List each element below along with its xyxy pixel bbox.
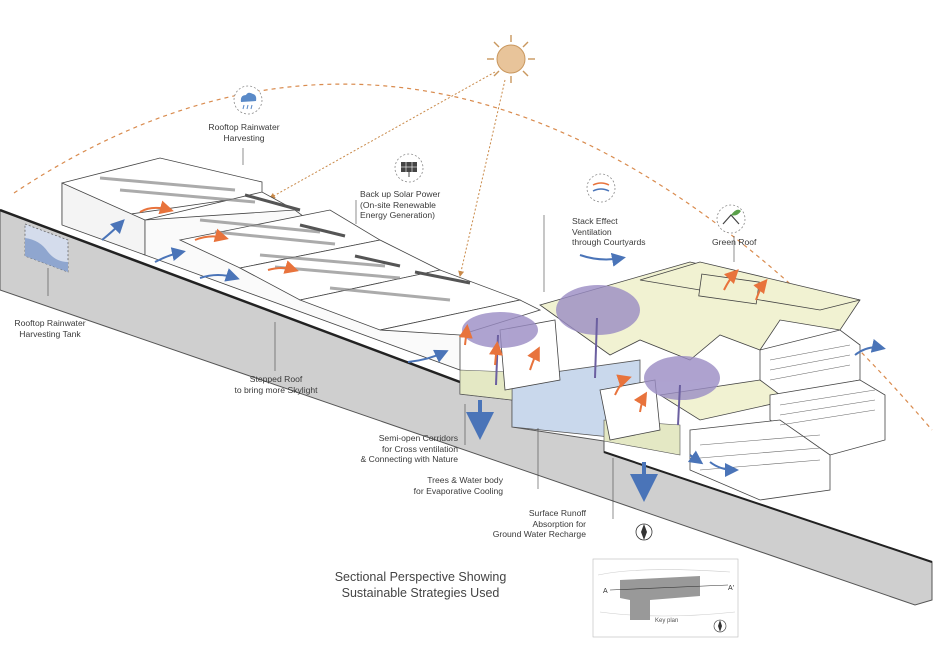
key-plan-label: Key plan bbox=[655, 618, 679, 624]
label-trees-water: Trees & Water body for Evaporative Cooli… bbox=[413, 475, 503, 496]
label-green-roof: Green Roof bbox=[712, 237, 757, 247]
section-start-label: A bbox=[603, 588, 608, 595]
section-end-label: A' bbox=[728, 585, 734, 592]
solar-panels bbox=[244, 193, 471, 285]
warm-air-arrows bbox=[139, 200, 768, 413]
section-line bbox=[609, 584, 729, 591]
label-rooftop-rainwater: Rooftop Rainwater Harvesting bbox=[208, 122, 280, 143]
leader-lines bbox=[47, 148, 735, 519]
courtyard-ground bbox=[459, 369, 513, 401]
wind-arrows bbox=[101, 219, 886, 477]
solar-panel-icon bbox=[394, 153, 424, 183]
label-stepped-roof: Stepped Roof to bring more Skylight bbox=[234, 374, 318, 395]
sun-ray bbox=[269, 71, 496, 199]
leaf-icon bbox=[716, 204, 746, 234]
tree bbox=[462, 285, 720, 400]
rain-cloud-icon bbox=[233, 85, 263, 115]
sun-path-arc bbox=[13, 83, 933, 431]
skylight-strips bbox=[99, 176, 451, 302]
label-semi-open-corridors: Semi-open Corridors for Cross ventilatio… bbox=[360, 433, 458, 464]
sun-ray bbox=[458, 79, 506, 277]
label-surface-runoff: Surface Runoff Absorption for Ground Wat… bbox=[492, 508, 586, 539]
label-rainwater-tank: Rooftop Rainwater Harvesting Tank bbox=[14, 318, 86, 339]
key-plan: A A' bbox=[592, 558, 739, 638]
sun-icon bbox=[487, 35, 535, 83]
label-stack-effect: Stack Effect Ventilation through Courtya… bbox=[572, 216, 646, 247]
recharge-arrows bbox=[466, 400, 658, 502]
ground-top-line bbox=[0, 208, 461, 384]
rainwater-tank bbox=[24, 223, 69, 273]
compass-icon bbox=[713, 619, 727, 633]
compass-icon bbox=[635, 523, 653, 541]
wind-icon bbox=[586, 173, 616, 203]
label-solar-power: Back up Solar Power (On-site Renewable E… bbox=[360, 189, 441, 220]
diagram-title: Sectional Perspective Showing Sustainabl… bbox=[334, 570, 507, 600]
